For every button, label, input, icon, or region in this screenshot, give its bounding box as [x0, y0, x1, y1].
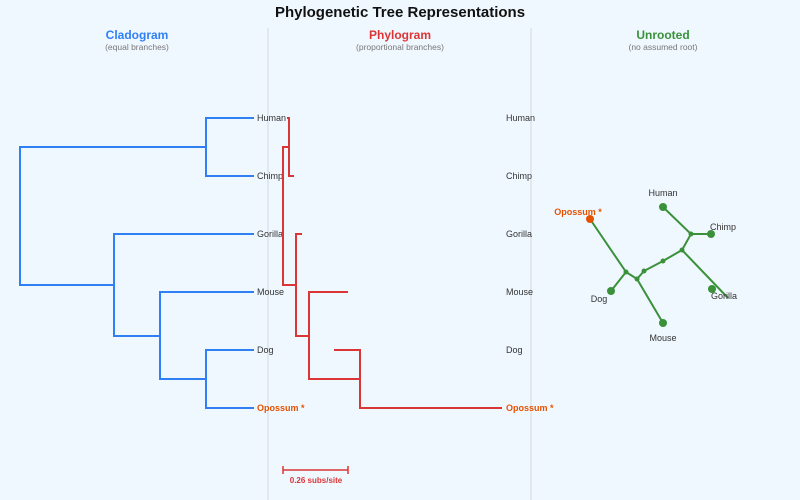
unrooted-label-gorilla: Gorilla [711, 291, 737, 301]
cladogram-label-gorilla: Gorilla [257, 229, 283, 239]
unrooted-label-dog: Dog [591, 294, 608, 304]
unrooted-label-opossum: Opossum * [554, 207, 602, 217]
phylogram-label-mouse: Mouse [506, 287, 533, 297]
phylogram-label-gorilla: Gorilla [506, 229, 532, 239]
unrooted-label-chimp: Chimp [710, 222, 736, 232]
scale-bar: 0.26 subs/site [282, 466, 349, 485]
unrooted-nodes [586, 203, 716, 327]
phylogram-label-human: Human [506, 113, 535, 123]
cladogram-label-chimp: Chimp [257, 171, 283, 181]
unrooted-label-mouse: Mouse [649, 333, 676, 343]
cladogram-subtitle: (equal branches) [105, 42, 169, 52]
phylogram-title: Phylogram [369, 28, 431, 42]
cladogram-label-dog: Dog [257, 345, 274, 355]
unrooted-tree [589, 206, 729, 324]
figure-title: Phylogenetic Tree Representations [275, 4, 525, 21]
phylogram-label-dog: Dog [506, 345, 523, 355]
unrooted-subtitle: (no assumed root) [629, 42, 698, 52]
unrooted-title: Unrooted [636, 28, 689, 42]
phylogram-label-chimp: Chimp [506, 171, 532, 181]
phylogram-subtitle: (proportional branches) [356, 42, 444, 52]
cladogram-title: Cladogram [106, 28, 169, 42]
unrooted-label-human: Human [648, 188, 677, 198]
cladogram-label-opossum: Opossum * [257, 403, 305, 413]
phylogram-tree [282, 117, 502, 409]
cladogram-label-mouse: Mouse [257, 287, 284, 297]
scale-bar-label: 0.26 subs/site [290, 476, 343, 485]
phylogram-label-opossum: Opossum * [506, 403, 554, 413]
cladogram-label-human: Human [257, 113, 286, 123]
cladogram-tree [19, 117, 254, 409]
